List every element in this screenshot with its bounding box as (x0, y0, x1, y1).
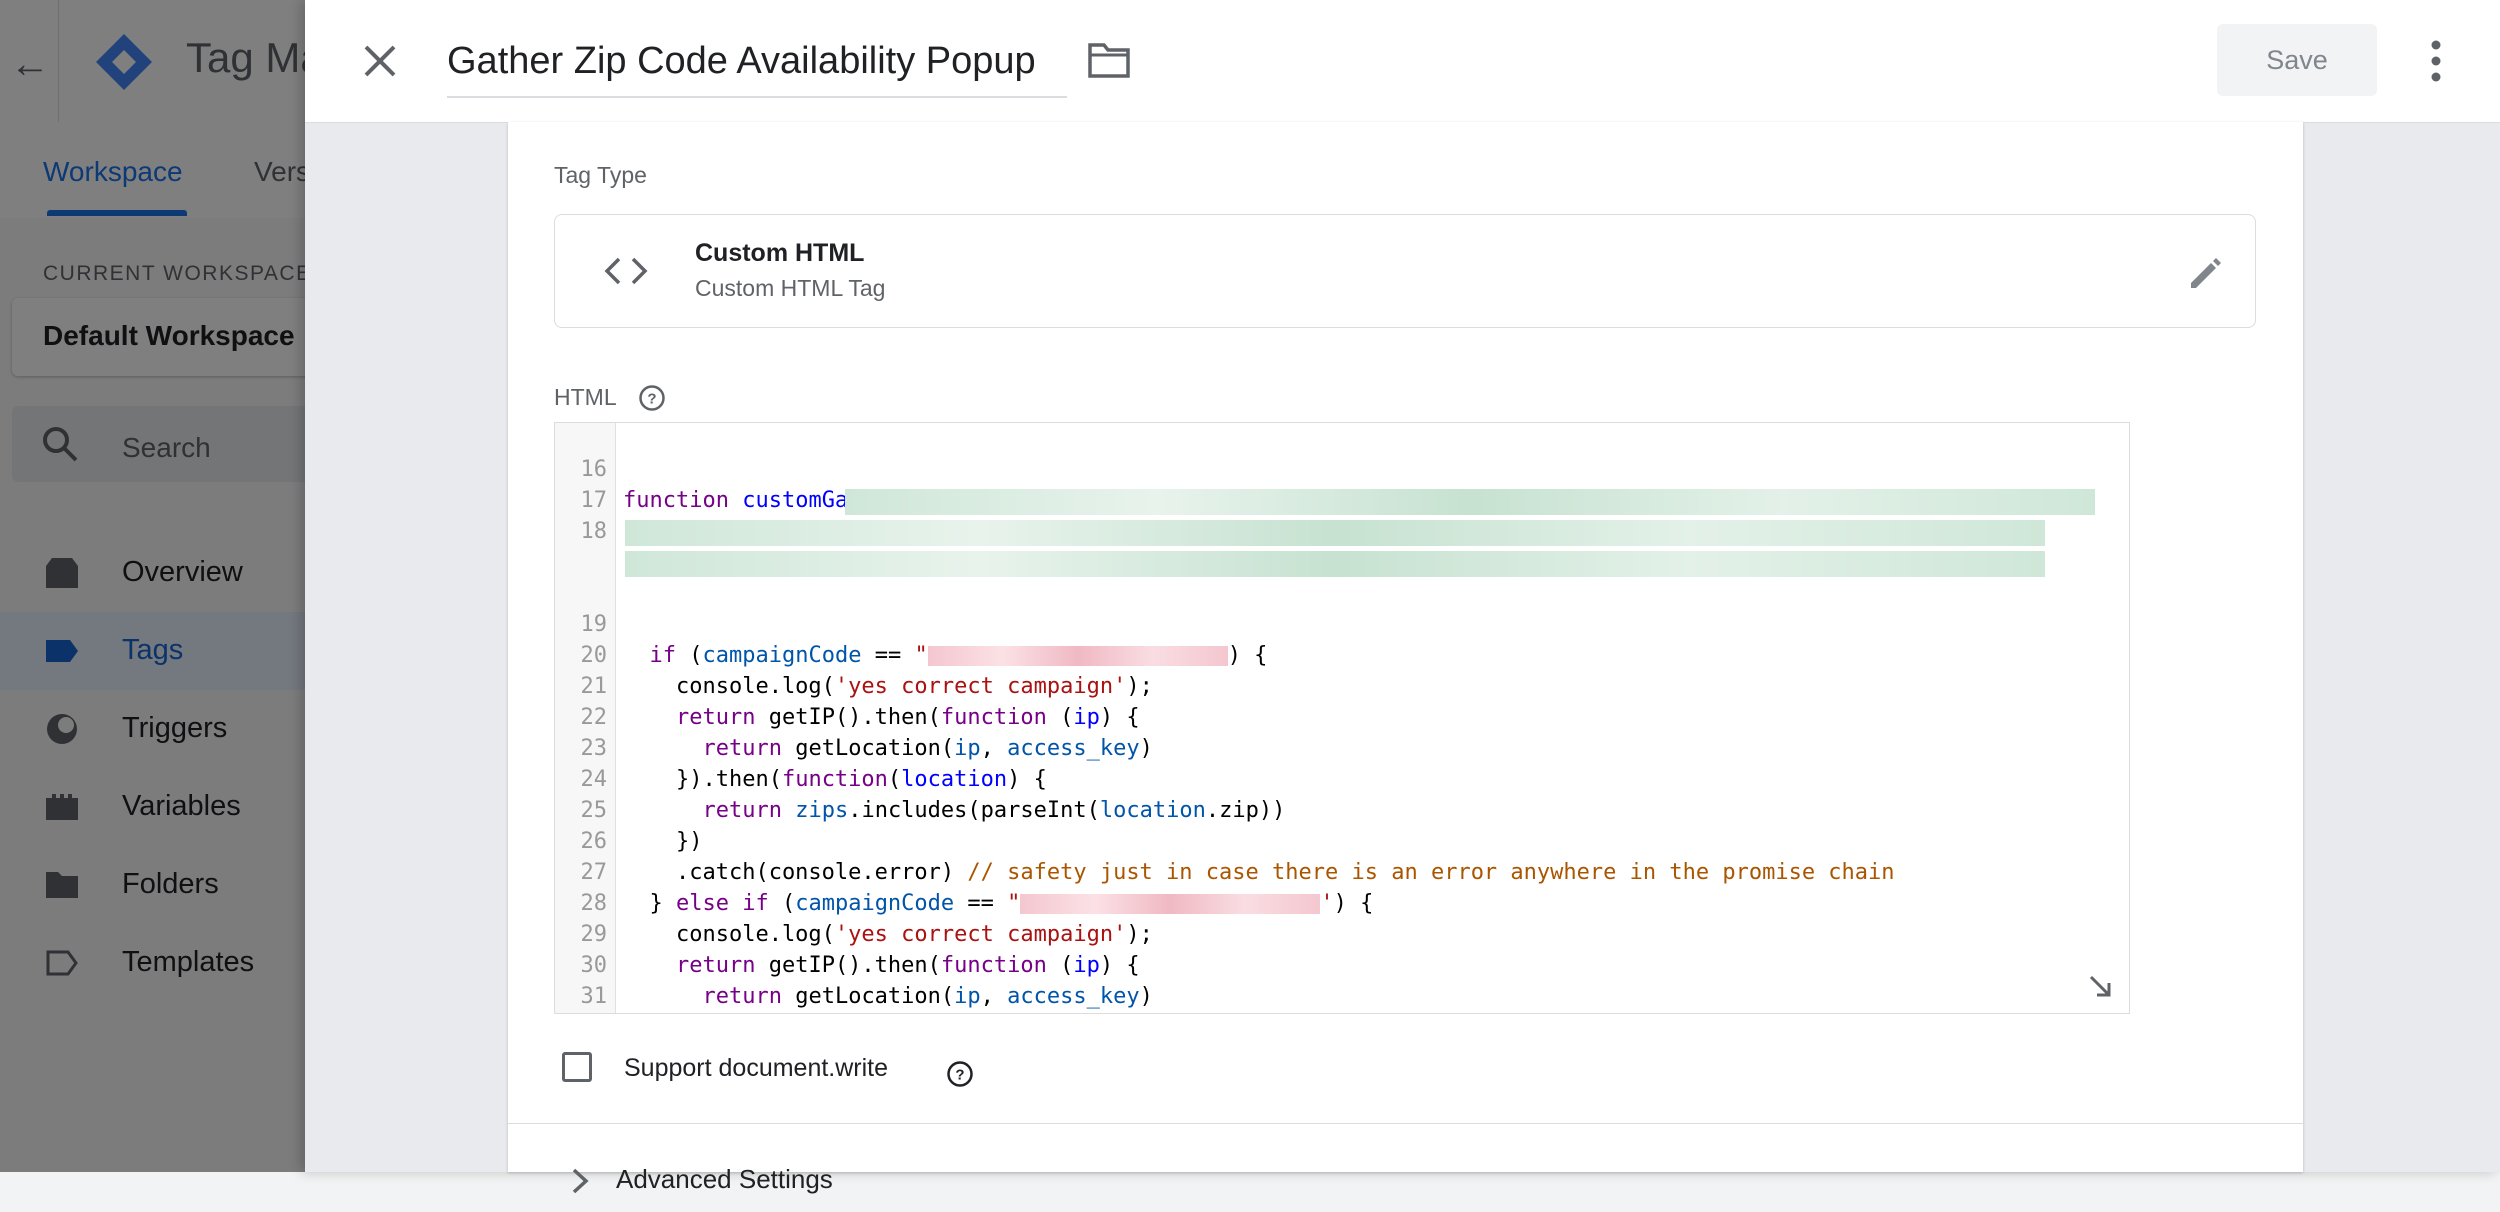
redacted-zip-list (625, 551, 2045, 577)
tag-name-input[interactable] (447, 30, 1067, 98)
line-number: 20 (580, 643, 608, 668)
line-number: 30 (580, 953, 608, 978)
code-line: 16 function customGatherRules(campaignCo… (555, 423, 2129, 513)
code-line: 29 return getIP().then(function (ip) { (555, 888, 2129, 978)
code-line: 17 var access_key = '' (555, 454, 2129, 544)
advanced-settings-label: Advanced Settings (616, 1164, 833, 1194)
line-number: 21 (580, 674, 608, 699)
line-number: 18 (580, 519, 608, 544)
code-line: 23 }).then(function(location) { (555, 702, 2129, 792)
tag-type-selector[interactable]: Custom HTML Custom HTML Tag (554, 214, 2256, 328)
line-number: 29 (580, 922, 608, 947)
redacted-zip-list (625, 520, 2045, 546)
html-code-editor[interactable]: 16 function customGatherRules(campaignCo… (554, 422, 2130, 1014)
code-line: 22 return getLocation(ip, access_key) (555, 671, 2129, 761)
folder-icon[interactable] (1087, 40, 1131, 80)
code-line: 30 return getLocation(ip, access_key) (555, 919, 2129, 1009)
line-number: 28 (580, 891, 608, 916)
support-document-write-checkbox[interactable] (562, 1052, 592, 1082)
close-icon[interactable] (355, 36, 405, 86)
code-line: 31 }).then(function(location) { (555, 950, 2129, 1009)
code-line: 24 return zips.includes(parseInt(locatio… (555, 733, 2129, 823)
tag-type-label: Tag Type (554, 162, 647, 188)
svg-text:?: ? (647, 391, 656, 408)
help-icon[interactable]: ? (638, 384, 666, 412)
redacted-text (1020, 894, 1321, 914)
code-line: 32 return !zips.includes(parseInt(locati… (555, 981, 2129, 1012)
line-number: 17 (580, 488, 608, 513)
tag-configuration-card: Tag Type Custom HTML Custom HTML Tag HTM… (508, 122, 2303, 1194)
code-line: 25 }) (555, 764, 2129, 854)
redacted-text (927, 646, 1228, 666)
line-number: 25 (580, 798, 608, 823)
code-line: 28 console.log('yes correct campaign'); (555, 857, 2129, 947)
pencil-edit-icon[interactable] (2185, 253, 2225, 293)
section-divider (508, 1123, 2303, 1124)
code-line: 20 console.log('yes correct campaign'); (555, 609, 2129, 699)
support-document-write-label: Support document.write (624, 1054, 889, 1082)
line-number: 23 (580, 736, 608, 761)
panel-header: Save (305, 0, 2500, 123)
tag-type-description: Custom HTML Tag (695, 275, 886, 301)
line-number: 19 (580, 612, 608, 637)
line-number-gutter (555, 423, 616, 1013)
save-button[interactable]: Save (2217, 24, 2377, 96)
line-number: 31 (580, 984, 608, 1009)
help-icon[interactable]: ? (946, 1060, 974, 1088)
line-number: 32 (555, 1012, 607, 1013)
resize-handle-icon[interactable] (2085, 971, 2115, 1001)
html-label: HTML (554, 384, 617, 410)
line-number: 24 (580, 767, 608, 792)
code-line: 26 .catch(console.error) // safety just … (555, 795, 2129, 885)
code-line: 27 } else if (campaignCode == "') { (555, 826, 2129, 916)
line-number: 16 (580, 457, 608, 482)
redacted-zip-list (845, 489, 2095, 515)
line-number: 27 (580, 860, 608, 885)
line-number: 22 (580, 705, 608, 730)
line-number: 26 (580, 829, 608, 854)
code-line: 21 return getIP().then(function (ip) { (555, 640, 2129, 730)
chevron-right-icon (572, 1168, 589, 1194)
code-brackets-icon (604, 257, 648, 285)
tag-type-name: Custom HTML (695, 239, 865, 267)
more-options-icon[interactable] (2421, 36, 2451, 86)
code-line: 19 if (campaignCode == ") { (555, 578, 2129, 668)
svg-text:?: ? (955, 1067, 964, 1084)
tag-editor-panel: Save Tag Type Custom HTML Custom HTML Ta… (305, 0, 2500, 1194)
